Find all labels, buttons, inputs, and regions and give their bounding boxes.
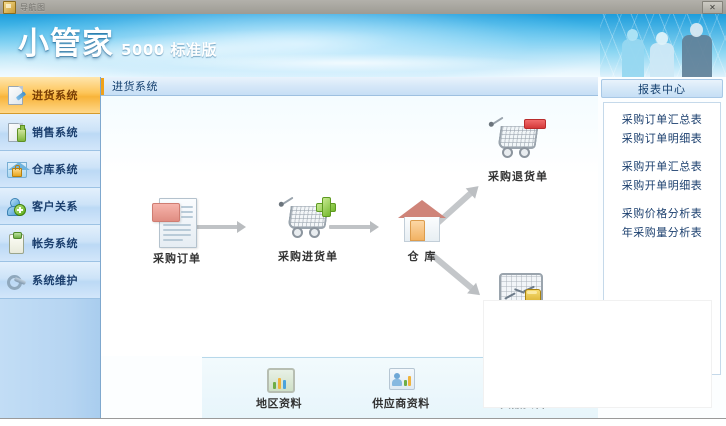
report-center-header: 报表中心: [601, 79, 723, 98]
flow-node-purchase-order[interactable]: 采购订单: [137, 196, 217, 266]
breadcrumb-text: 进货系统: [112, 80, 158, 93]
user-plus-icon: [5, 195, 27, 217]
sidebar-item-maintenance[interactable]: 系统维护: [0, 262, 100, 299]
white-overlay-panel: [483, 300, 712, 408]
report-item[interactable]: 年采购量分析表: [621, 226, 703, 239]
flow-node-warehouse[interactable]: 仓 库: [387, 196, 457, 264]
flow-node-label: 采购进货单: [278, 250, 338, 263]
toolbar-item-supplier[interactable]: 供应商资料: [346, 367, 456, 411]
close-button[interactable]: ✕: [702, 1, 723, 14]
banner-swoosh-decoration-2: [90, 48, 610, 77]
sidebar-item-label: 系统维护: [32, 274, 78, 287]
document-pencil-icon: [5, 84, 27, 106]
flow-node-label: 仓 库: [407, 250, 437, 263]
person-figure-2: [650, 31, 676, 77]
sidebar-item-label: 客户关系: [32, 200, 78, 213]
report-item[interactable]: 采购订单汇总表: [621, 113, 703, 126]
flow-node-label: 采购退货单: [488, 170, 548, 183]
sidebar-item-accounting[interactable]: 帐务系统: [0, 225, 100, 262]
wrench-icon: [5, 269, 27, 291]
app-icon: [3, 0, 16, 14]
sidebar-item-customer[interactable]: 客户关系: [0, 188, 100, 225]
window-titlebar: 导航图 ✕: [0, 0, 726, 15]
clipboard-icon: [5, 232, 27, 254]
banner-people-photo: [600, 14, 726, 77]
flow-node-purchase-receipt[interactable]: 采购进货单: [258, 194, 358, 264]
report-center-title: 报表中心: [638, 82, 686, 96]
sidebar-item-label: 仓库系统: [32, 163, 78, 176]
sidebar-item-label: 帐务系统: [32, 237, 78, 250]
window-title: 导航图: [20, 2, 46, 12]
sidebar-item-warehouse[interactable]: 仓库系统: [0, 151, 100, 188]
person-figure-1: [622, 27, 646, 77]
house-lock-icon: [5, 158, 30, 180]
report-group-gap: [604, 195, 720, 204]
sidebar-item-label: 进货系统: [32, 89, 78, 102]
sidebar-item-sales[interactable]: 销售系统: [0, 114, 100, 151]
breadcrumb: 进货系统: [101, 77, 598, 96]
document-bottle-icon: [5, 121, 27, 143]
sidebar-item-purchase[interactable]: 进货系统: [0, 77, 100, 114]
flow-node-label: 采购订单: [153, 252, 201, 265]
report-item[interactable]: 采购价格分析表: [621, 207, 703, 220]
region-data-icon: [265, 367, 295, 393]
toolbar-item-label: 供应商资料: [372, 396, 430, 410]
flow-node-purchase-return[interactable]: 采购退货单: [463, 114, 573, 184]
toolbar-item-label: 地区资料: [256, 396, 302, 410]
report-item[interactable]: 采购开单明细表: [621, 179, 703, 192]
flow-arrow-1: [196, 221, 250, 233]
sidebar-item-label: 销售系统: [32, 126, 78, 139]
window-bottom-strip: [0, 418, 726, 426]
app-banner: 小管家 5000 标准版: [0, 14, 726, 77]
breadcrumb-accent-bar: [101, 77, 104, 95]
order-document-icon: [150, 196, 204, 248]
toolbar-item-region[interactable]: 地区资料: [224, 367, 334, 411]
app-logo: 小管家 5000 标准版: [18, 29, 217, 60]
cart-minus-icon: [489, 114, 547, 166]
sidebar-navigation: 进货系统 销售系统 仓库系统 客户关系: [0, 77, 101, 418]
person-figure-3: [682, 22, 714, 77]
flow-arrow-2: [329, 221, 383, 233]
house-icon: [397, 196, 447, 246]
report-group-gap: [604, 148, 720, 157]
logo-main-text: 小管家: [18, 26, 114, 62]
report-item[interactable]: 采购订单明细表: [621, 132, 703, 145]
logo-edition-text: 5000 标准版: [121, 41, 217, 59]
cart-plus-icon: [279, 194, 337, 246]
supplier-data-icon: [387, 367, 415, 393]
report-item[interactable]: 采购开单汇总表: [621, 160, 703, 173]
